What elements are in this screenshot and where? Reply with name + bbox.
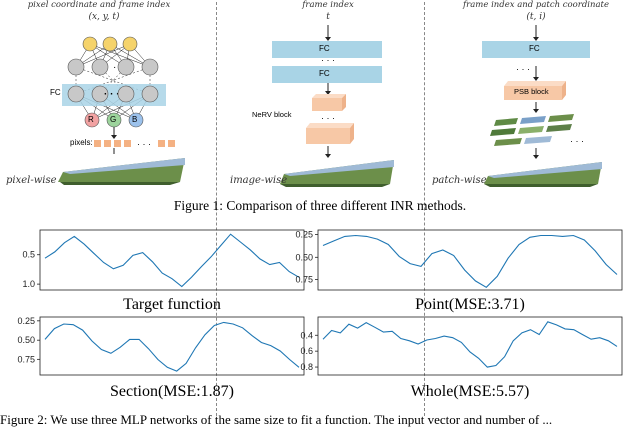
- figure-2-caption-partial: Figure 2: We use three MLP networks of t…: [0, 412, 553, 427]
- panel-pixel-wise: pixel coordinate and frame index (x, y, …: [0, 0, 212, 192]
- y-tick-label: 0.4: [300, 330, 313, 340]
- svg-text:· · ·: · · ·: [137, 139, 151, 149]
- panel-footer: image-wise: [230, 175, 288, 186]
- figure-2-charts: 1.0 0.5 0.75 0.50 0.25 0.75 0.50 0.25 0.8 0.6 0.4: [17, 229, 623, 376]
- plot-frame: [39, 316, 305, 376]
- y-tick-label: 0.50: [17, 335, 35, 345]
- panel-input: t: [326, 12, 330, 22]
- panel-footer: pixel-wise: [6, 175, 57, 186]
- psb-diagram: · · · · · ·: [482, 25, 602, 187]
- svg-text:· · ·: · · ·: [104, 89, 120, 100]
- y-tick-label: 0.6: [300, 346, 313, 356]
- fc-label: FC: [50, 88, 61, 97]
- plot-frame: [317, 229, 623, 291]
- y-tick-label: 0.25: [295, 230, 313, 240]
- svg-text:· · ·: · · ·: [321, 113, 335, 123]
- plot-frame: [39, 229, 305, 291]
- chart-label-target: Target function: [123, 296, 221, 313]
- chart-label-point: Point(MSE:3.71): [415, 296, 525, 313]
- panel-image-wise: frame index t · · · · · · FC FC NeRV blo…: [218, 0, 418, 192]
- fc-label-1: FC: [319, 44, 330, 53]
- svg-text:· · ·: · · ·: [321, 55, 335, 65]
- output-r: R: [88, 115, 94, 124]
- mlp-diagram: · · · · · · · · ·: [58, 36, 185, 185]
- panel-header: pixel coordinate and frame index: [27, 0, 171, 10]
- y-tick-label: 0.8: [300, 362, 313, 372]
- y-tick-label: 0.5: [22, 250, 35, 260]
- y-tick-label: 1.0: [22, 279, 35, 289]
- plot-frame: [317, 316, 623, 376]
- divider: [424, 2, 425, 416]
- y-tick-label: 0.25: [17, 316, 35, 326]
- svg-text:· · ·: · · ·: [570, 136, 584, 146]
- y-tick-label: 0.75: [17, 354, 35, 364]
- series-line: [44, 321, 300, 372]
- panel-input: (x, y, t): [88, 12, 120, 22]
- chart-label-section: Section(MSE:1.87): [110, 383, 234, 400]
- panel-footer: patch-wise: [432, 175, 487, 186]
- svg-text:· · ·: · · ·: [516, 64, 530, 74]
- series-line: [322, 321, 618, 368]
- y-tick-label: 0.75: [295, 275, 313, 285]
- chart-label-whole: Whole(MSE:5.57): [410, 383, 530, 400]
- nerv-block-label: NeRV block: [252, 110, 292, 119]
- nerv-diagram: · · · · · ·: [272, 25, 394, 187]
- psb-block-label: PSB block: [514, 87, 549, 96]
- panel-header: frame index: [302, 0, 354, 10]
- panel-patch-wise: frame index and patch coordinate (t, i) …: [426, 0, 640, 192]
- output-b: B: [132, 115, 138, 124]
- output-g: G: [110, 115, 117, 124]
- pixels-label: pixels:: [70, 138, 93, 147]
- panel-input: (t, i): [526, 12, 546, 22]
- series-line: [44, 233, 300, 288]
- fc-label-2: FC: [319, 69, 330, 78]
- y-tick-label: 0.50: [295, 252, 313, 262]
- divider: [216, 2, 217, 416]
- panel-header: frame index and patch coordinate: [463, 0, 609, 10]
- figure-1-caption: Figure 1: Comparison of three different …: [173, 198, 467, 213]
- series-line: [322, 234, 618, 288]
- fc-label: FC: [529, 44, 540, 53]
